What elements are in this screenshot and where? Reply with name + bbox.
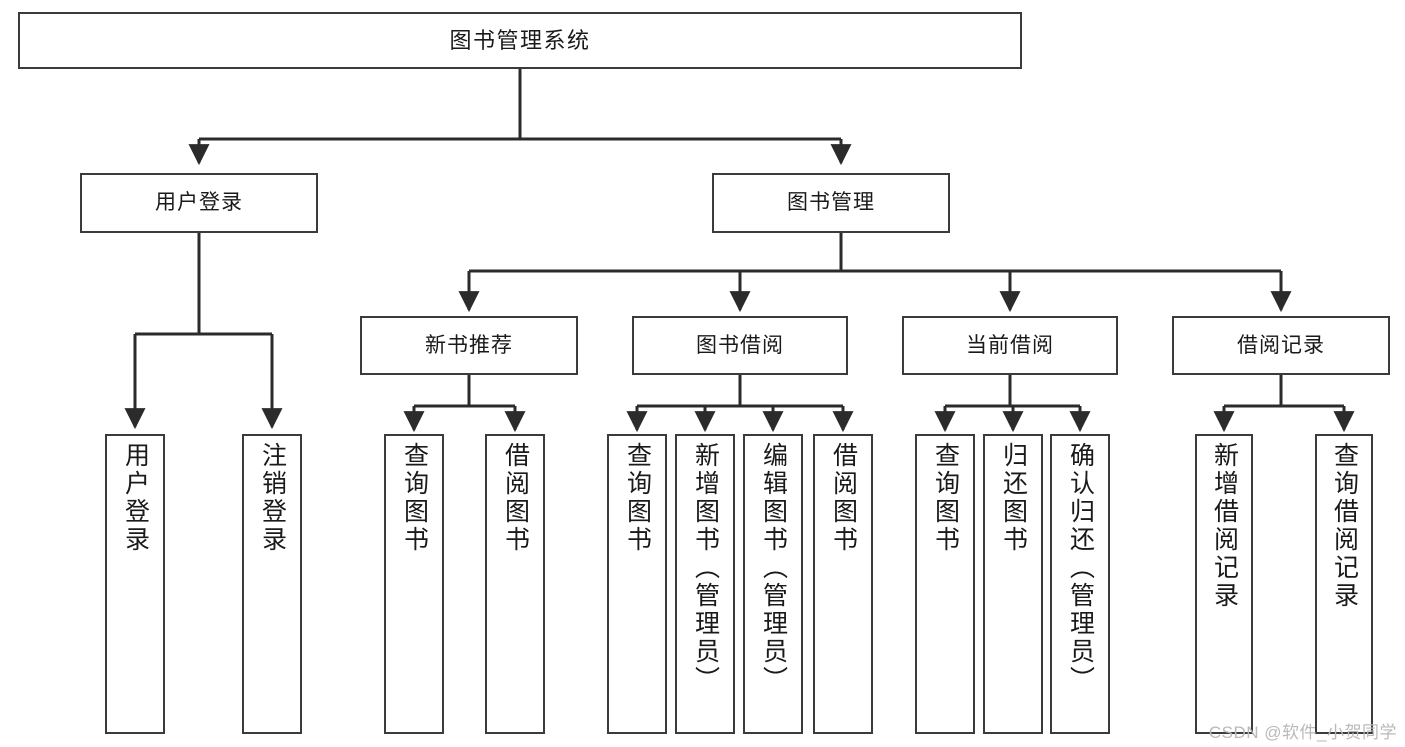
node-book-management[interactable]: 图书管理 [712,173,950,233]
leaf-query-book-new[interactable]: 查询图书 [384,434,444,734]
node-user-login[interactable]: 用户登录 [80,173,318,233]
node-borrow-record[interactable]: 借阅记录 [1172,316,1390,375]
leaf-logout[interactable]: 注销登录 [242,434,302,734]
leaf-add-borrow-record[interactable]: 新增借阅记录 [1195,434,1253,734]
node-label: 图书借阅 [696,333,784,357]
node-label: 新书推荐 [425,333,513,357]
node-label: 查询图书 [400,442,429,554]
leaf-user-login[interactable]: 用户登录 [105,434,165,734]
leaf-edit-book-admin[interactable]: 编辑图书（管理员） [743,434,803,734]
node-label: 查询图书 [623,442,652,554]
node-label: 新增借阅记录 [1210,442,1239,610]
node-book-borrow[interactable]: 图书借阅 [632,316,848,375]
leaf-query-book-current[interactable]: 查询图书 [915,434,975,734]
leaf-borrow-book[interactable]: 借阅图书 [813,434,873,734]
node-label: 用户登录 [155,191,243,215]
node-new-book-recommend[interactable]: 新书推荐 [360,316,578,375]
node-label: 当前借阅 [966,333,1054,357]
node-label: 借阅图书 [829,442,858,554]
node-label: 确认归还（管理员） [1066,442,1095,694]
leaf-return-book[interactable]: 归还图书 [983,434,1043,734]
leaf-confirm-return-admin[interactable]: 确认归还（管理员） [1050,434,1110,734]
node-label: 编辑图书（管理员） [759,442,788,694]
node-label: 图书管理系统 [449,27,591,53]
node-label: 图书管理 [787,191,875,215]
node-root-system[interactable]: 图书管理系统 [18,12,1022,69]
node-label: 注销登录 [258,442,287,554]
node-label: 归还图书 [999,442,1028,554]
node-label: 借阅图书 [501,442,530,554]
node-label: 查询图书 [931,442,960,554]
leaf-add-book-admin[interactable]: 新增图书（管理员） [675,434,735,734]
watermark-text: CSDN @软件_小贺同学 [1208,723,1397,742]
leaf-query-borrow-record[interactable]: 查询借阅记录 [1315,434,1373,734]
node-label: 借阅记录 [1237,333,1325,357]
node-label: 查询借阅记录 [1330,442,1359,610]
node-current-borrow[interactable]: 当前借阅 [902,316,1118,375]
leaf-borrow-book-new[interactable]: 借阅图书 [485,434,545,734]
node-label: 新增图书（管理员） [691,442,720,694]
node-label: 用户登录 [121,442,150,554]
leaf-query-book-borrow[interactable]: 查询图书 [607,434,667,734]
